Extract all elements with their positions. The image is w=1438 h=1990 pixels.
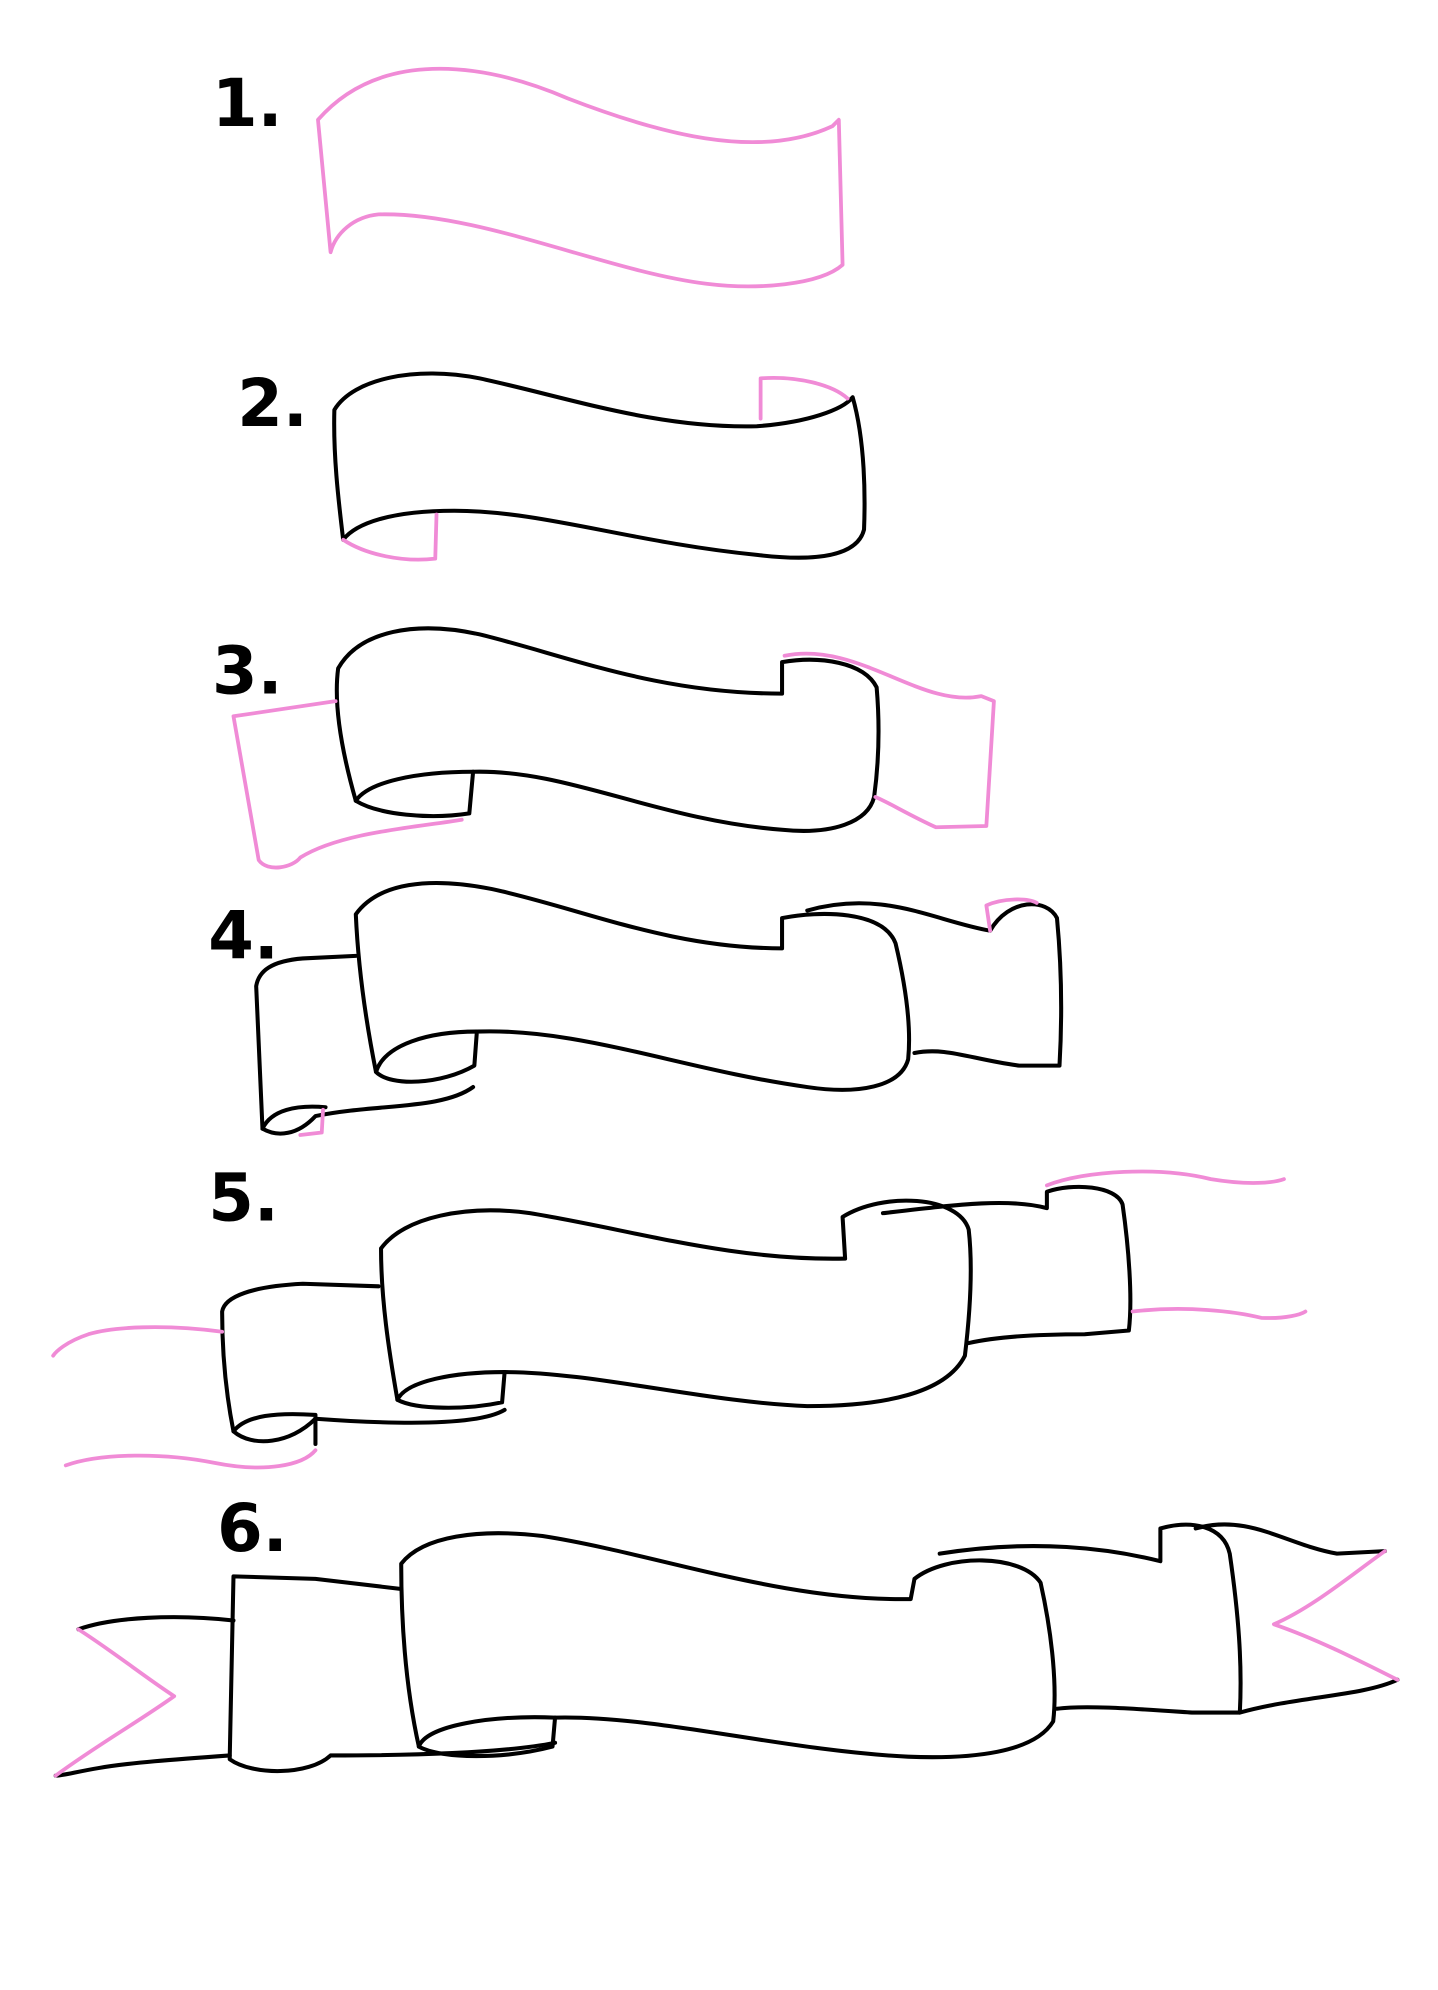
step-2-label: 2. [237, 366, 308, 442]
step-1-label: 1. [212, 66, 283, 142]
step-2-banner [332, 371, 867, 562]
step-4-banner [254, 880, 1064, 1137]
step-5-label: 5. [208, 1161, 279, 1237]
step-2-right-curl-guide [758, 376, 850, 421]
step-5-left-streamer-bottom-guide [63, 1448, 318, 1470]
step-5-banner [51, 1169, 1308, 1470]
step-6-right-streamer [1193, 1522, 1400, 1715]
step-5-right-streamer-bottom-guide [1130, 1307, 1308, 1320]
step-4-right-tail [805, 901, 1064, 1068]
step-3-banner [231, 626, 996, 870]
step-4-left-curl [373, 1029, 479, 1074]
step-6-label: 6. [217, 1491, 288, 1567]
step-5-body [379, 1198, 973, 1410]
step-4-label: 4. [208, 898, 279, 974]
step-4-left-tail-bottom [260, 1104, 328, 1131]
step-4-left-tail [254, 953, 476, 1136]
step-1-outline [316, 66, 845, 289]
step-3-right-tail-guide [782, 651, 996, 830]
step-6-left-tail [227, 1574, 558, 1774]
step-5-right-streamer-top-guide [1044, 1169, 1286, 1188]
step-4-body [353, 880, 912, 1092]
step-4-right-curl-guide [984, 897, 1039, 933]
step-3-label: 3. [212, 634, 283, 710]
step-1-banner [316, 66, 845, 289]
step-5-right-tail [880, 1184, 1133, 1346]
step-6-left-notch-guide [53, 1627, 177, 1778]
step-5-left-streamer-top-guide [51, 1325, 225, 1358]
step-5-left-tail-bottom [231, 1412, 318, 1446]
step-6-left-streamer [53, 1615, 236, 1778]
step-2-body [332, 371, 867, 560]
step-3-body [334, 626, 881, 833]
step-3-left-curl [353, 769, 476, 803]
step-6-right-notch-guide [1271, 1549, 1400, 1682]
step-5-left-curl [395, 1370, 507, 1402]
step-6-left-curl [416, 1715, 558, 1749]
step-6-body [399, 1531, 1057, 1760]
step-6-banner [53, 1522, 1400, 1778]
step-6-right-tail [937, 1522, 1243, 1715]
step-4-left-curl-guide [298, 1107, 325, 1137]
step-3-left-tail-guide [231, 699, 464, 870]
step-2-left-curl-guide [341, 512, 439, 562]
